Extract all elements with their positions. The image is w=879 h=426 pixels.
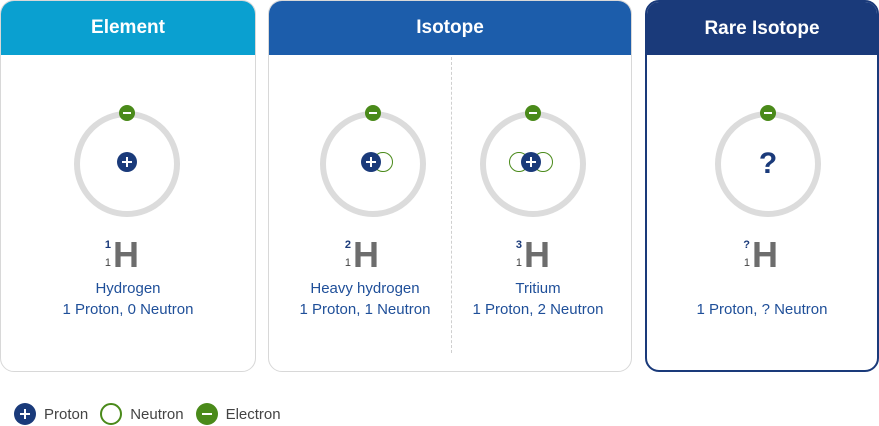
atom-name: Heavy hydrogen [310, 280, 420, 297]
mass-number: 2 [344, 239, 351, 251]
proton-icon [521, 152, 541, 172]
electron-icon [760, 105, 776, 121]
atom-composition: 1 Proton, ? Neutron [696, 301, 828, 318]
mass-number: 3 [515, 239, 522, 251]
hydrogen-atom-diagram [74, 105, 180, 217]
electron-icon [365, 105, 381, 121]
isotope-card: Isotope 2 1 H Heavy hydrogen 1 Proton, 1… [268, 0, 632, 372]
tritium-atom-diagram [480, 105, 586, 217]
neutron-icon [100, 403, 123, 425]
heavy-hydrogen-symbol: 2 1 H [339, 234, 383, 275]
legend-neutron-label: Neutron [130, 405, 184, 423]
legend-neutron: Neutron [100, 403, 184, 425]
element-card: Element 1 1 H Hydrogen 1 Proton, 0 Neutr… [0, 0, 256, 372]
legend-proton-label: Proton [44, 405, 89, 423]
rare-isotope-symbol: ? 1 H [738, 234, 782, 275]
atom-name: Tritium [515, 280, 561, 297]
isotope-header: Isotope [269, 1, 631, 55]
mass-number: ? [743, 239, 750, 251]
unknown-nucleus-label: ? [758, 147, 778, 180]
element-symbol: H [752, 234, 778, 275]
legend-electron: Electron [195, 403, 281, 425]
legend: Proton Neutron Electron [14, 402, 293, 426]
divider [451, 57, 452, 353]
atom-composition: 1 Proton, 2 Neutron [472, 301, 604, 318]
proton-icon [361, 152, 381, 172]
electron-icon [525, 105, 541, 121]
atomic-number: 1 [104, 257, 111, 269]
electron-icon [119, 105, 135, 121]
atom-name: Hydrogen [95, 280, 161, 297]
element-symbol: H [524, 234, 550, 275]
proton-icon [117, 152, 137, 172]
atom-composition: 1 Proton, 1 Neutron [299, 301, 431, 318]
rare-isotope-atom-diagram: ? [715, 105, 821, 217]
tritium-symbol: 3 1 H [510, 234, 554, 275]
atomic-number: 1 [344, 257, 351, 269]
atomic-number: 1 [515, 257, 522, 269]
element-symbol: H [353, 234, 379, 275]
heavy-hydrogen-atom-diagram [320, 105, 426, 217]
rare-isotope-card: Rare Isotope ? ? 1 H 1 Proton, ? Neutron [645, 0, 879, 372]
rare-isotope-header: Rare Isotope [647, 2, 877, 55]
hydrogen-symbol: 1 1 H [99, 234, 143, 275]
legend-proton: Proton [14, 403, 88, 425]
atomic-number: 1 [743, 257, 750, 269]
legend-electron-label: Electron [225, 405, 281, 423]
element-header: Element [1, 1, 255, 55]
mass-number: 1 [104, 239, 111, 251]
atom-composition: 1 Proton, 0 Neutron [62, 301, 194, 318]
element-symbol: H [113, 234, 139, 275]
proton-icon [14, 403, 36, 425]
electron-icon [195, 403, 218, 425]
